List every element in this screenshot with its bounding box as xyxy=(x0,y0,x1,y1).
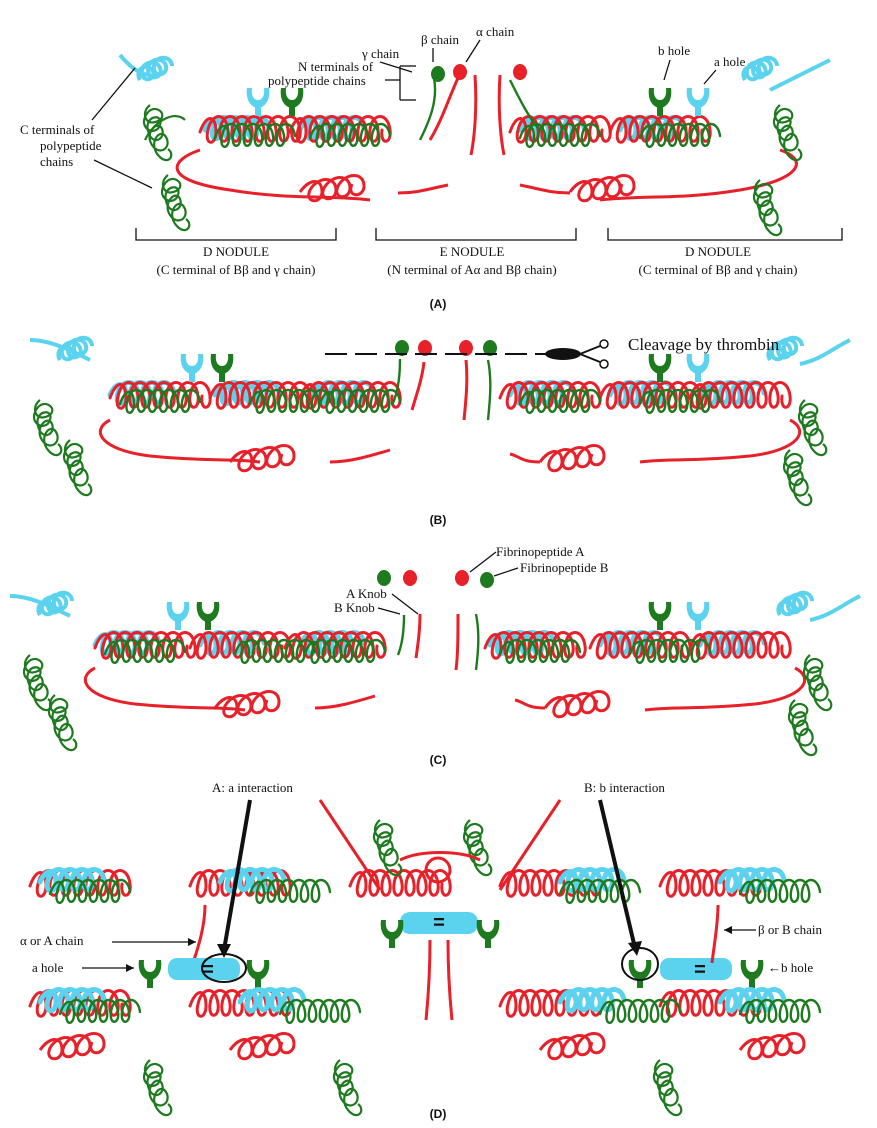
d-nodule-left-sub: (C terminal of Bβ and γ chain) xyxy=(157,262,316,277)
panel-d: = = = xyxy=(20,780,823,1121)
panel-b-label: (B) xyxy=(430,513,447,527)
fibrinopeptide-a-label: Fibrinopeptide A xyxy=(496,544,585,559)
b-knob-label: B Knob xyxy=(334,600,375,615)
e-nodule-sub: (N terminal of Aα and Bβ chain) xyxy=(387,262,556,277)
e-nodule-label: E NODULE xyxy=(440,244,505,259)
a-hole-label: a hole xyxy=(714,54,746,69)
b-interaction-label: B: b interaction xyxy=(584,780,665,795)
alpha-chain-label: α chain xyxy=(476,24,515,39)
panel-b: Cleavage by thrombin (B) xyxy=(30,335,850,527)
panel-c: Fibrinopeptide A Fibrinopeptide B A Knob… xyxy=(10,544,860,767)
beta-or-b-chain-label: β or B chain xyxy=(758,922,823,937)
panel-d-label: (D) xyxy=(430,1107,447,1121)
a-interaction-label: A: a interaction xyxy=(212,780,293,795)
a-knob-label: A Knob xyxy=(346,586,387,601)
right-equals: = xyxy=(694,959,706,981)
fibrinopeptide-b-label: Fibrinopeptide B xyxy=(520,560,609,575)
d-nodule-right-sub: (C terminal of Bβ and γ chain) xyxy=(639,262,798,277)
d-nodule-right-label: D NODULE xyxy=(685,244,751,259)
panel-a: β chain α chain γ chain N terminals of p… xyxy=(20,24,842,311)
c-terminals-label-line3: chains xyxy=(40,154,73,169)
panel-a-label: (A) xyxy=(430,297,447,311)
a-hole-label-d: a hole xyxy=(32,960,64,975)
cleavage-by-thrombin-label: Cleavage by thrombin xyxy=(628,335,780,354)
left-equals: = xyxy=(202,959,214,981)
center-equals: = xyxy=(433,912,445,934)
n-terminals-label-line2: polypeptide chains xyxy=(268,73,366,88)
n-terminals-label-line1: N terminals of xyxy=(298,59,374,74)
alpha-or-a-chain-label: α or A chain xyxy=(20,933,84,948)
c-terminals-label-line2: polypeptide xyxy=(40,138,102,153)
d-nodule-left-label: D NODULE xyxy=(203,244,269,259)
beta-chain-label: β chain xyxy=(421,32,460,47)
panel-c-label: (C) xyxy=(430,753,447,767)
c-terminals-label-line1: C terminals of xyxy=(20,122,95,137)
b-hole-label: b hole xyxy=(658,43,690,58)
b-hole-label-d: ←b hole xyxy=(768,960,813,975)
